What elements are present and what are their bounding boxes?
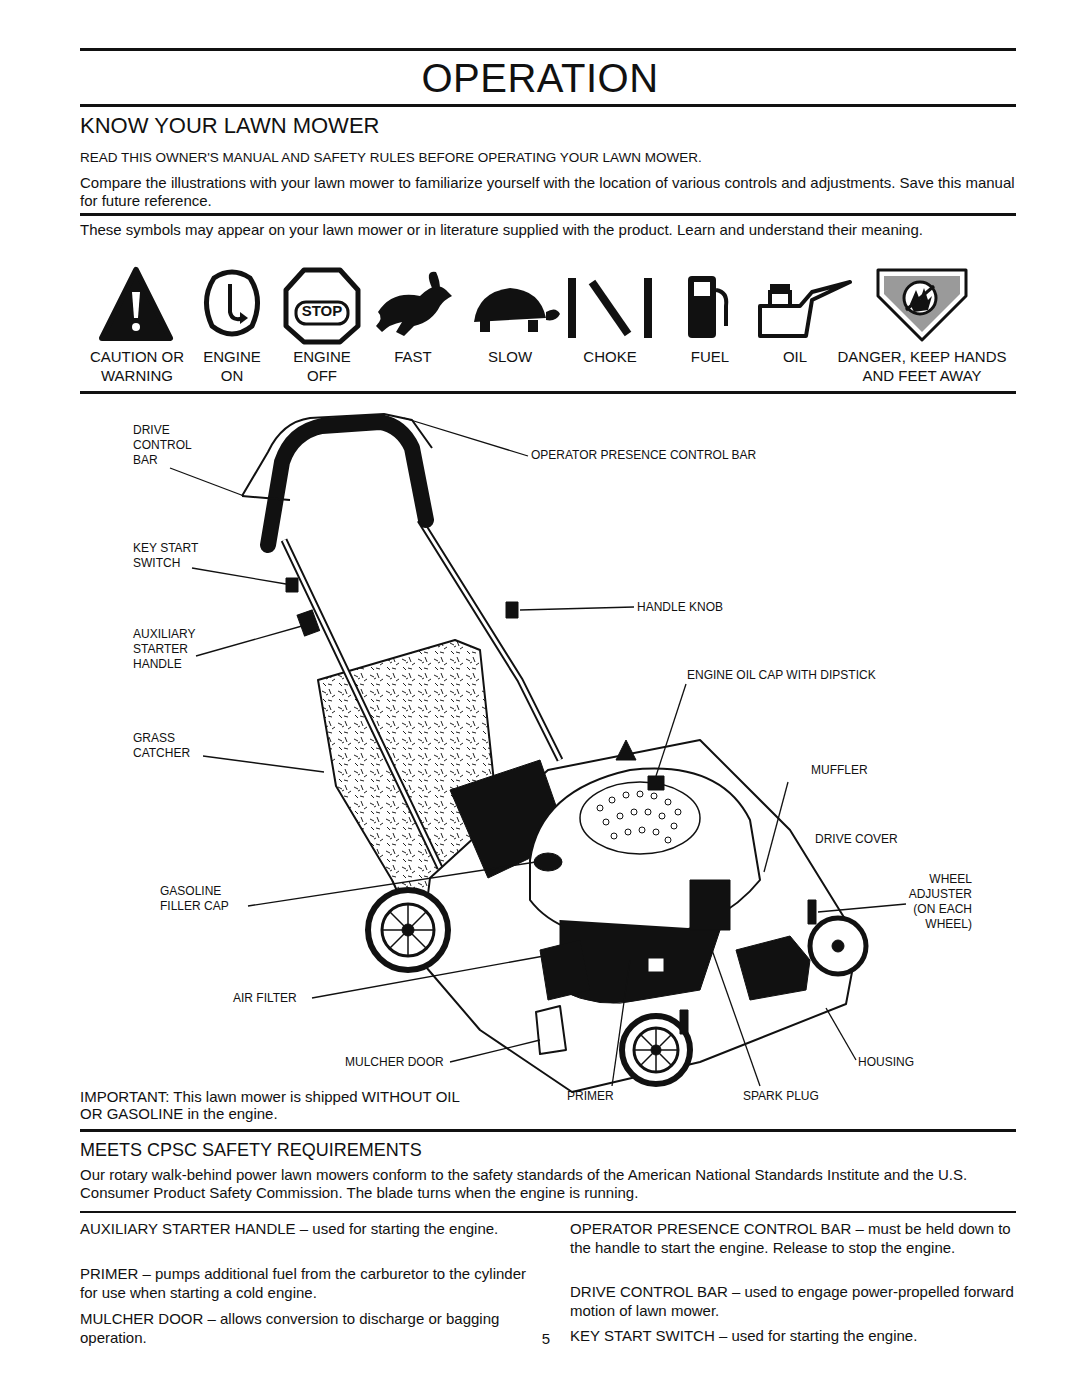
symbol-label: FUEL bbox=[680, 348, 740, 367]
callout-label: HOUSING bbox=[858, 1055, 938, 1070]
description-text: AUXILIARY STARTER HANDLE – used for star… bbox=[80, 1220, 528, 1239]
symbol-label: SLOW bbox=[470, 348, 550, 367]
page-title: OPERATION bbox=[0, 56, 1080, 101]
description-text: MULCHER DOOR – allows conversion to disc… bbox=[80, 1310, 528, 1348]
callout-label: HANDLE KNOB bbox=[637, 600, 757, 615]
lawn-mower-illustration bbox=[242, 414, 866, 1092]
section-heading: MEETS CPSC SAFETY REQUIREMENTS bbox=[80, 1140, 780, 1162]
fuel-symbol bbox=[688, 276, 726, 338]
body-text: Our rotary walk-behind power lawn mowers… bbox=[80, 1166, 1020, 1202]
callout-label: DRIVE COVER bbox=[815, 832, 925, 847]
body-text: Compare the illustrations with your lawn… bbox=[80, 174, 1020, 210]
description-text: DRIVE CONTROL BAR – used to engage power… bbox=[570, 1283, 1018, 1321]
callout-label: MULCHER DOOR bbox=[345, 1055, 455, 1070]
symbol-label: DANGER, KEEP HANDS AND FEET AWAY bbox=[822, 348, 1022, 386]
body-text: These symbols may appear on your lawn mo… bbox=[80, 221, 1020, 239]
callout-label: OPERATOR PRESENCE CONTROL BAR bbox=[531, 448, 831, 463]
important-note: IMPORTANT: This lawn mower is shipped WI… bbox=[80, 1088, 465, 1123]
symbol-label: CHOKE bbox=[560, 348, 660, 367]
callout-label: GRASS CATCHER bbox=[133, 731, 201, 761]
symbol-text: STOP bbox=[292, 302, 352, 320]
callout-label: PRIMER bbox=[567, 1089, 637, 1104]
callout-label: ENGINE OIL CAP WITH DIPSTICK bbox=[687, 668, 947, 683]
callout-label: DRIVE CONTROL BAR bbox=[133, 423, 197, 468]
instruction-text: READ THIS OWNER'S MANUAL AND SAFETY RULE… bbox=[80, 150, 1020, 166]
caution-symbol bbox=[102, 270, 170, 338]
callout-label: WHEEL ADJUSTER (ON EACH WHEEL) bbox=[906, 872, 972, 932]
callout-label: SPARK PLUG bbox=[743, 1089, 843, 1104]
description-text: OPERATOR PRESENCE CONTROL BAR – must be … bbox=[570, 1220, 1018, 1258]
engine-off-symbol bbox=[286, 270, 358, 342]
callout-label: GASOLINE FILLER CAP bbox=[160, 884, 246, 914]
description-text: PRIMER – pumps additional fuel from the … bbox=[80, 1265, 528, 1303]
callout-label: AIR FILTER bbox=[233, 991, 313, 1006]
symbol-label: OIL bbox=[770, 348, 820, 367]
oil-symbol bbox=[760, 282, 850, 336]
engine-on-symbol bbox=[206, 272, 257, 334]
callout-label: MUFFLER bbox=[811, 763, 891, 778]
symbol-label: ENGINE OFF bbox=[282, 348, 362, 386]
callout-label: AUXILIARY STARTER HANDLE bbox=[133, 627, 201, 672]
description-text: KEY START SWITCH – used for starting the… bbox=[570, 1327, 1018, 1346]
danger-hands-symbol bbox=[878, 270, 966, 340]
callout-label: KEY START SWITCH bbox=[133, 541, 203, 571]
leader-lines bbox=[170, 418, 906, 1086]
symbol-label: FAST bbox=[373, 348, 453, 367]
rabbit-symbol bbox=[376, 272, 452, 336]
turtle-symbol bbox=[474, 288, 560, 332]
symbol-label: ENGINE ON bbox=[192, 348, 272, 386]
section-heading: KNOW YOUR LAWN MOWER bbox=[80, 113, 780, 139]
symbol-label: CAUTION OR WARNING bbox=[77, 348, 197, 386]
page-number: 5 bbox=[536, 1330, 556, 1349]
choke-symbol bbox=[568, 278, 652, 338]
